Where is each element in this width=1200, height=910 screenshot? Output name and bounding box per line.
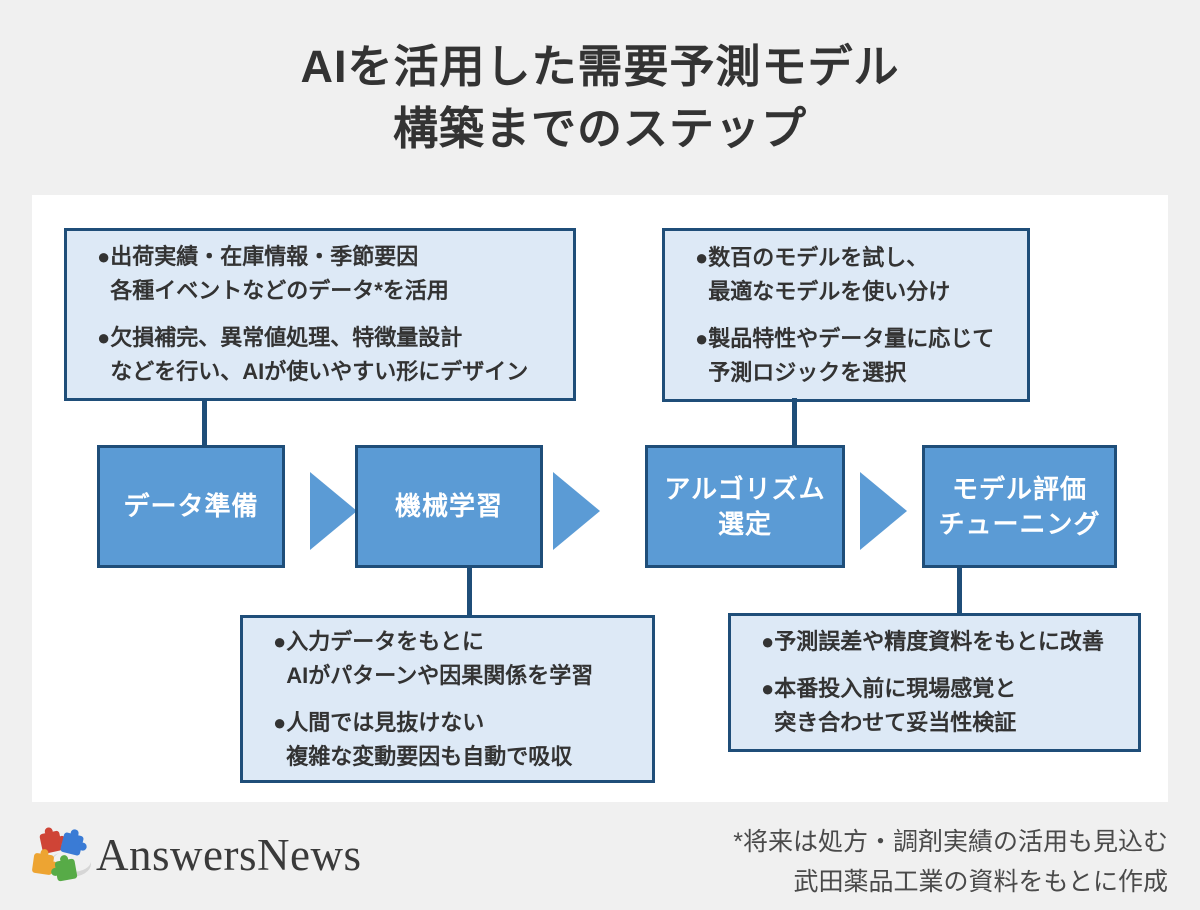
step-label-line: データ準備 xyxy=(123,491,259,521)
bullet-line: などを行い、AIが使いやすい形にデザイン xyxy=(110,359,529,384)
callout-data-preparation: ● 出荷実績・在庫情報・季節要因 各種イベントなどのデータ*を活用 ● 欠損補完… xyxy=(64,228,576,401)
footnote-asterisk: *将来は処方・調剤実績の活用も見込む xyxy=(733,828,1168,856)
bullet-line: 出荷実績・在庫情報・季節要因 xyxy=(110,244,419,269)
bullet-line: AIがパターンや因果関係を学習 xyxy=(286,662,594,688)
bullet-icon: ● xyxy=(273,709,287,735)
bullet-icon: ● xyxy=(97,325,111,350)
step-machine-learning: 機械学習 xyxy=(355,445,543,568)
step-label-line: モデル評価 xyxy=(951,473,1087,504)
step-label-line: 機械学習 xyxy=(394,491,503,521)
source-notes: *将来は処方・調剤実績の活用も見込む 武田薬品工業の資料をもとに作成 xyxy=(733,822,1168,902)
step-data-preparation: データ準備 xyxy=(97,445,285,568)
bullet-item: ● 人間では見抜けない 複雑な変動要因も自動で吸収 xyxy=(273,706,646,774)
bullet-line: 各種イベントなどのデータ*を活用 xyxy=(110,278,449,303)
page-title-line1: AIを活用した需要予測モデル xyxy=(300,41,900,92)
bullet-item: ● 出荷実績・在庫情報・季節要因 各種イベントなどのデータ*を活用 xyxy=(97,240,567,308)
flow-arrow-icon xyxy=(860,472,907,550)
bullet-line: 複雑な変動要因も自動で吸収 xyxy=(286,743,573,769)
step-label-line: チューニング xyxy=(938,508,1101,539)
step-label-line: 選定 xyxy=(717,508,772,539)
bullet-line: 人間では見抜けない xyxy=(286,709,485,735)
connector-line xyxy=(792,398,797,445)
bullet-icon: ● xyxy=(97,244,111,269)
bullet-line: 最適なモデルを使い分け xyxy=(708,278,951,304)
bullet-item: ● 欠損補完、異常値処理、特徴量設計 などを行い、AIが使いやすい形にデザイン xyxy=(97,321,567,389)
bullet-line: 本番投入前に現場感覚と xyxy=(774,676,1017,701)
source-attribution: 武田薬品工業の資料をもとに作成 xyxy=(793,868,1168,896)
bullet-icon: ● xyxy=(695,244,709,270)
bullet-line: 入力データをもとに xyxy=(286,628,484,654)
step-algorithm-selection: アルゴリズム 選定 xyxy=(645,445,845,568)
answersnews-logo: AnswersNews xyxy=(30,824,361,886)
step-label-line: アルゴリズム xyxy=(664,473,826,504)
bullet-line: 予測誤差や精度資料をもとに改善 xyxy=(774,629,1104,654)
bullet-item: ● 入力データをもとに AIがパターンや因果関係を学習 xyxy=(273,625,646,693)
callout-machine-learning: ● 入力データをもとに AIがパターンや因果関係を学習 ● 人間では見抜けない … xyxy=(240,615,655,783)
bullet-item: ● 数百のモデルを試し、 最適なモデルを使い分け xyxy=(695,241,1021,309)
bullet-line: 予測ロジックを選択 xyxy=(708,359,907,385)
answersnews-logo-text: AnswersNews xyxy=(96,830,362,880)
bullet-icon: ● xyxy=(761,676,775,701)
flow-arrow-icon xyxy=(553,472,600,550)
connector-line xyxy=(467,568,472,615)
bullet-item: ● 製品特性やデータ量に応じて 予測ロジックを選択 xyxy=(695,322,1021,390)
bullet-item: ● 予測誤差や精度資料をもとに改善 xyxy=(761,625,1132,659)
callout-model-evaluation: ● 予測誤差や精度資料をもとに改善 ● 本番投入前に現場感覚と 突き合わせて妥当… xyxy=(728,613,1141,752)
bullet-item: ● 本番投入前に現場感覚と 突き合わせて妥当性検証 xyxy=(761,672,1132,740)
flow-arrow-icon xyxy=(310,472,357,550)
diagram-panel: ● 出荷実績・在庫情報・季節要因 各種イベントなどのデータ*を活用 ● 欠損補完… xyxy=(32,195,1168,802)
connector-line xyxy=(957,568,962,613)
bullet-icon: ● xyxy=(761,629,775,654)
page-title-line2: 構築までのステップ xyxy=(392,103,807,154)
connector-line xyxy=(202,398,207,445)
callout-algorithm-selection: ● 数百のモデルを試し、 最適なモデルを使い分け ● 製品特性やデータ量に応じて… xyxy=(662,228,1030,402)
bullet-line: 製品特性やデータ量に応じて xyxy=(708,325,995,351)
bullet-line: 数百のモデルを試し、 xyxy=(708,244,929,270)
bullet-line: 欠損補完、異常値処理、特徴量設計 xyxy=(110,325,463,350)
answersnews-logo-icon xyxy=(32,827,91,882)
page-title: AIを活用した需要予測モデル 構築までのステップ xyxy=(0,36,1200,160)
bullet-icon: ● xyxy=(273,628,287,654)
bullet-icon: ● xyxy=(695,325,709,351)
bullet-line: 突き合わせて妥当性検証 xyxy=(774,710,1017,735)
step-model-evaluation-tuning: モデル評価 チューニング xyxy=(922,445,1117,568)
